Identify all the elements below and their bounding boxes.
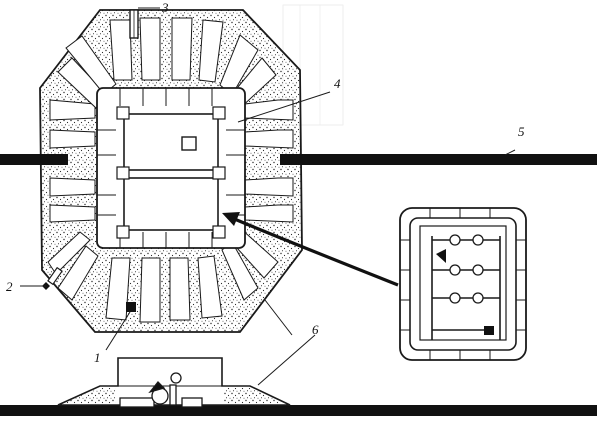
leader-lines: [20, 7, 516, 386]
lower-chamber: [123, 177, 219, 231]
callout-6: 6: [312, 322, 319, 337]
detail-arrow: [222, 212, 399, 287]
valve-chamber-detail: [399, 207, 527, 361]
hatch-square: [181, 136, 197, 151]
foundation-ring: [96, 87, 246, 312]
marker-1: [126, 302, 136, 312]
pipeline: [0, 154, 597, 416]
valve-assembly: [119, 372, 203, 408]
elevation-view: [57, 357, 291, 408]
callout-3: 3: [161, 0, 169, 15]
callout-1: 1: [94, 350, 101, 365]
vent-pipe: [129, 9, 139, 39]
callout-2: 2: [6, 279, 13, 294]
callout-labels: 3 4 5 2 6 1: [6, 0, 525, 365]
callout-4: 4: [334, 76, 341, 91]
upper-chamber: [123, 113, 219, 171]
callout-5: 5: [518, 124, 525, 139]
